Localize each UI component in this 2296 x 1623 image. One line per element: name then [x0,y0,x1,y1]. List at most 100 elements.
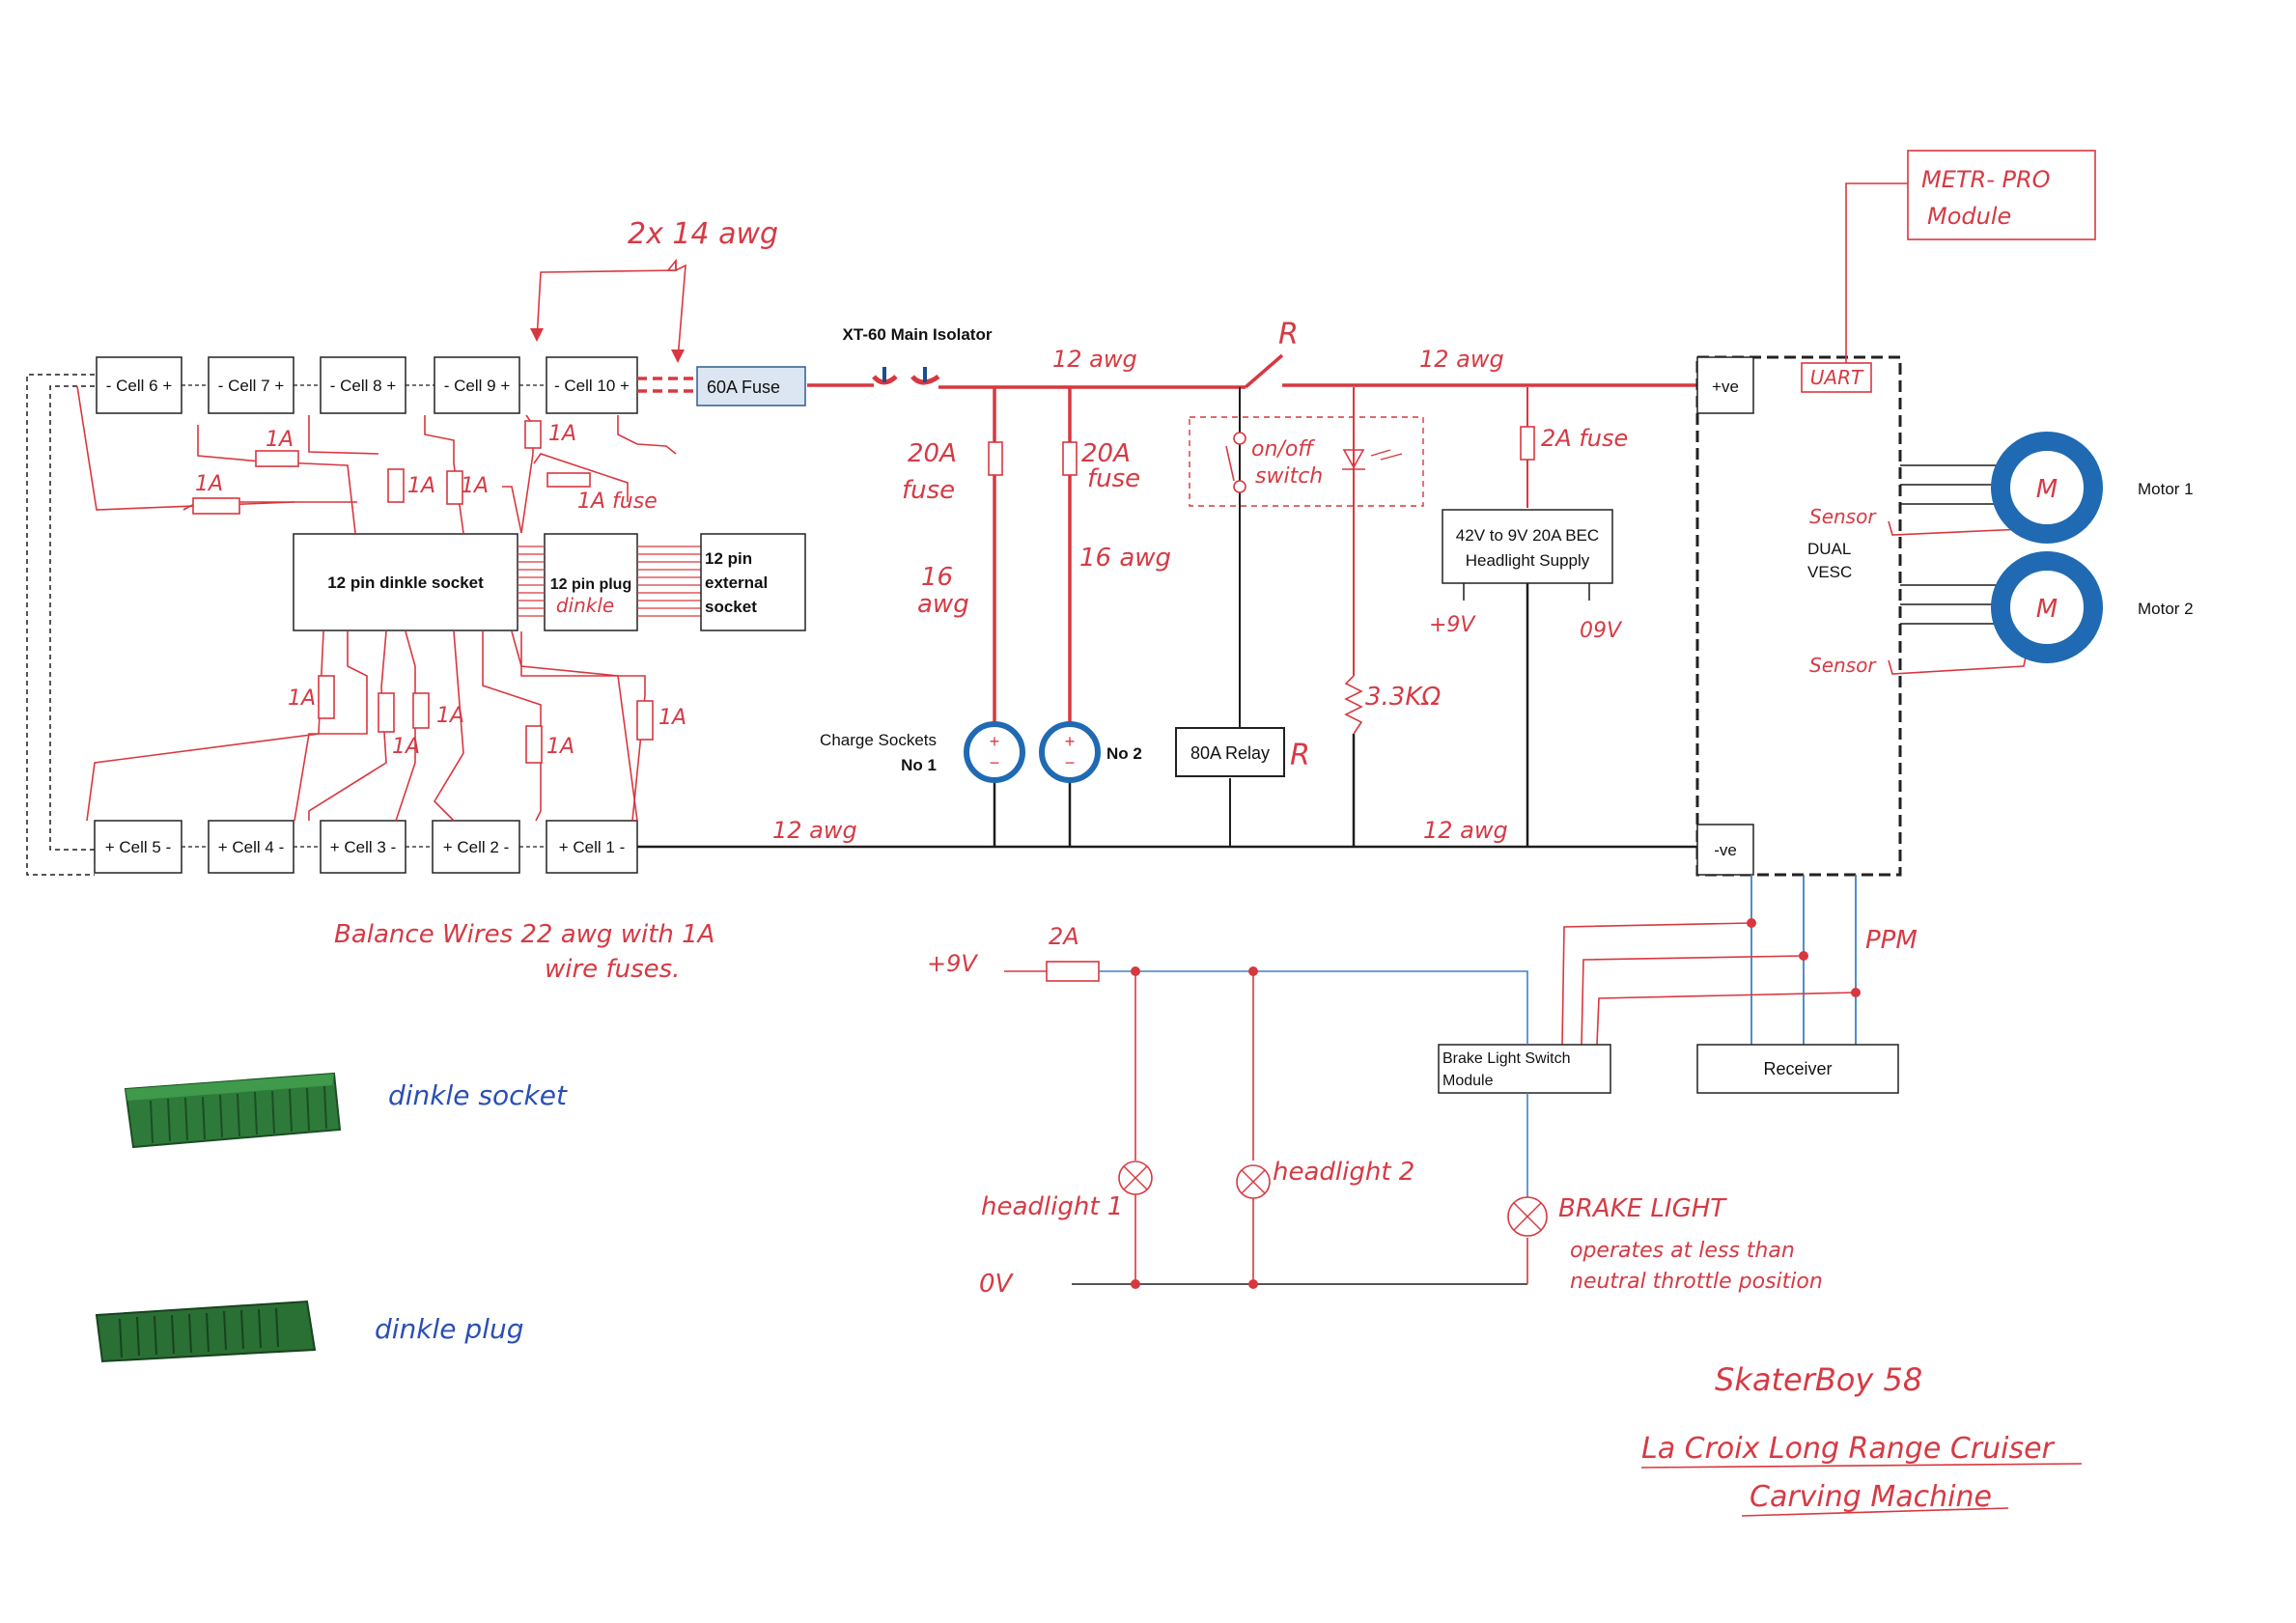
balance-note-line2: wire fuses. [545,955,680,984]
awg-12-bottom-left: 12 awg [772,817,857,844]
lighting-positive-rail [1099,970,1528,1045]
vesc-label-line2: VESC [1807,563,1852,581]
cell-box [546,356,638,414]
signature-underline [1741,1507,2009,1517]
charge-branches [993,387,1072,732]
bec-line2: Headlight Supply [1466,551,1590,570]
brake-light-label: BRAKE LIGHT [1558,1194,1727,1223]
brake-switch-line2: Module [1442,1073,1494,1089]
charge-no2-label: No 2 [1106,744,1142,763]
top-cell-row: - Cell 6 + - Cell 7 + - Cell 8 + - Cell … [96,356,638,414]
motor-2-symbol: M [2036,595,2058,624]
lighting-0v-label: 0V [979,1270,1015,1299]
brake-switch-line1: Brake Light Switch [1442,1050,1571,1067]
brake-light-note-2: neutral throttle position [1570,1270,1823,1294]
fuse-1a-label: 1A [288,686,316,711]
dinkle-socket-caption: dinkle socket [388,1079,568,1111]
junction-dot [1248,1279,1258,1289]
receiver-label: Receiver [1763,1059,1832,1078]
ppm-label: PPM [1865,926,1918,955]
dinkle-socket-text: 12 pin dinkle socket [327,574,484,592]
cell-box [208,820,294,874]
motor-1-symbol: M [2036,475,2058,504]
signature-line3: Carving Machine [1750,1480,1992,1514]
vesc-pos-terminal [1696,356,1754,414]
isolator-label: XT-60 Main Isolator [843,325,993,344]
vesc-label-line1: DUAL [1807,540,1851,558]
fuse-1a-label: 1A [195,472,223,496]
arrow-to-cell10 [536,261,677,341]
pack-loop-outer [26,374,95,876]
sensor-2-wire [1888,646,2029,675]
dual-vesc-box [1695,355,1902,877]
charge-sockets-label: Charge Sockets [820,731,937,749]
socket-plus: + [990,732,1000,751]
brake-switch-box [1438,1044,1611,1094]
awg-16-a-line2: awg [917,590,969,619]
switch-contact [1233,480,1246,493]
resistor-icon [1344,675,1363,735]
motor-1-icon [1991,432,2103,544]
cell-box [320,356,406,414]
arrowhead [530,328,544,342]
bec-zero9v-label: 09V [1580,619,1623,643]
socket-minus: − [990,753,1000,772]
bottom-cell-row: + Cell 5 - + Cell 4 - + Cell 3 - + Cell … [94,820,638,874]
fuse-1a-label: 1A [436,704,464,728]
balance-fuse-labels: 1A 1A 1A 1A 1A 1A fuse 1A 1A 1A 1A 1A [195,422,686,759]
arrow-to-fuse [666,258,686,360]
cell-1-label: + Cell 1 - [559,838,626,856]
ppm-tap-2 [1581,955,1805,1046]
external-socket-line3: socket [705,598,757,616]
motor-2-icon [1991,551,2103,663]
led-rays [1370,449,1403,461]
charge-socket-1 [964,721,1025,783]
switch-contact [1233,432,1246,445]
main-positive-bus [637,353,1697,393]
cell-7-label: - Cell 7 + [218,377,285,395]
socket-minus: − [1065,753,1076,772]
dinkle-plug-handwritten: dinkle [556,594,614,617]
vesc-pos-label: +ve [1712,378,1739,396]
junction-dot [1131,1279,1140,1289]
fuse-20a-1-line2: fuse [902,476,955,505]
cell-box [208,356,294,414]
fuse-20a-2 [1062,441,1078,476]
fuse-1a-label: 1A [407,474,435,498]
motor-2-label: Motor 2 [2138,600,2194,618]
bec-plus9v-label: +9V [1429,613,1476,637]
junction-dot [1248,966,1258,976]
uart-label: UART [1810,366,1864,389]
fuse-20a-1 [988,441,1003,476]
balance-note-line1: Balance Wires 22 awg with 1A [334,920,714,949]
uart-wire [1845,182,1910,363]
cell-8-label: - Cell 8 + [330,377,397,395]
pack-loop-inner [49,385,95,851]
dinkle-plug-illustration [95,1300,317,1363]
uart-port [1801,362,1872,393]
fuse-2a-label: 2A fuse [1541,425,1628,452]
cell-box [434,356,520,414]
cell-3-label: + Cell 3 - [330,838,397,856]
motor-phase-wires [1900,464,2008,625]
switch-lever [1225,445,1235,482]
cell-10-label: - Cell 10 + [554,377,630,395]
awg-12-bottom-right: 12 awg [1423,817,1508,844]
resistor-label: 3.3KΩ [1365,683,1441,712]
fuse-1a-fuse-label: 1A fuse [577,490,658,514]
charge-socket-2 [1039,721,1101,783]
cell-box [320,820,406,874]
fuse-1a-label: 1A [392,735,420,759]
cell-box [432,820,520,874]
dinkle-socket-illustration [124,1072,342,1149]
fuse-1a-label: 1A [546,735,574,759]
motor-1-label: Motor 1 [2138,480,2194,498]
signature-line2: La Croix Long Range Cruiser [1641,1432,2056,1466]
fuse-1a-label: 1A [461,474,489,498]
sensor-2-label: Sensor [1809,654,1877,677]
fuse-1a-label: 1A [266,428,294,452]
cell-5-label: + Cell 5 - [105,838,172,856]
relay-contact-r-label: R [1278,318,1299,351]
cell-box [94,820,182,874]
